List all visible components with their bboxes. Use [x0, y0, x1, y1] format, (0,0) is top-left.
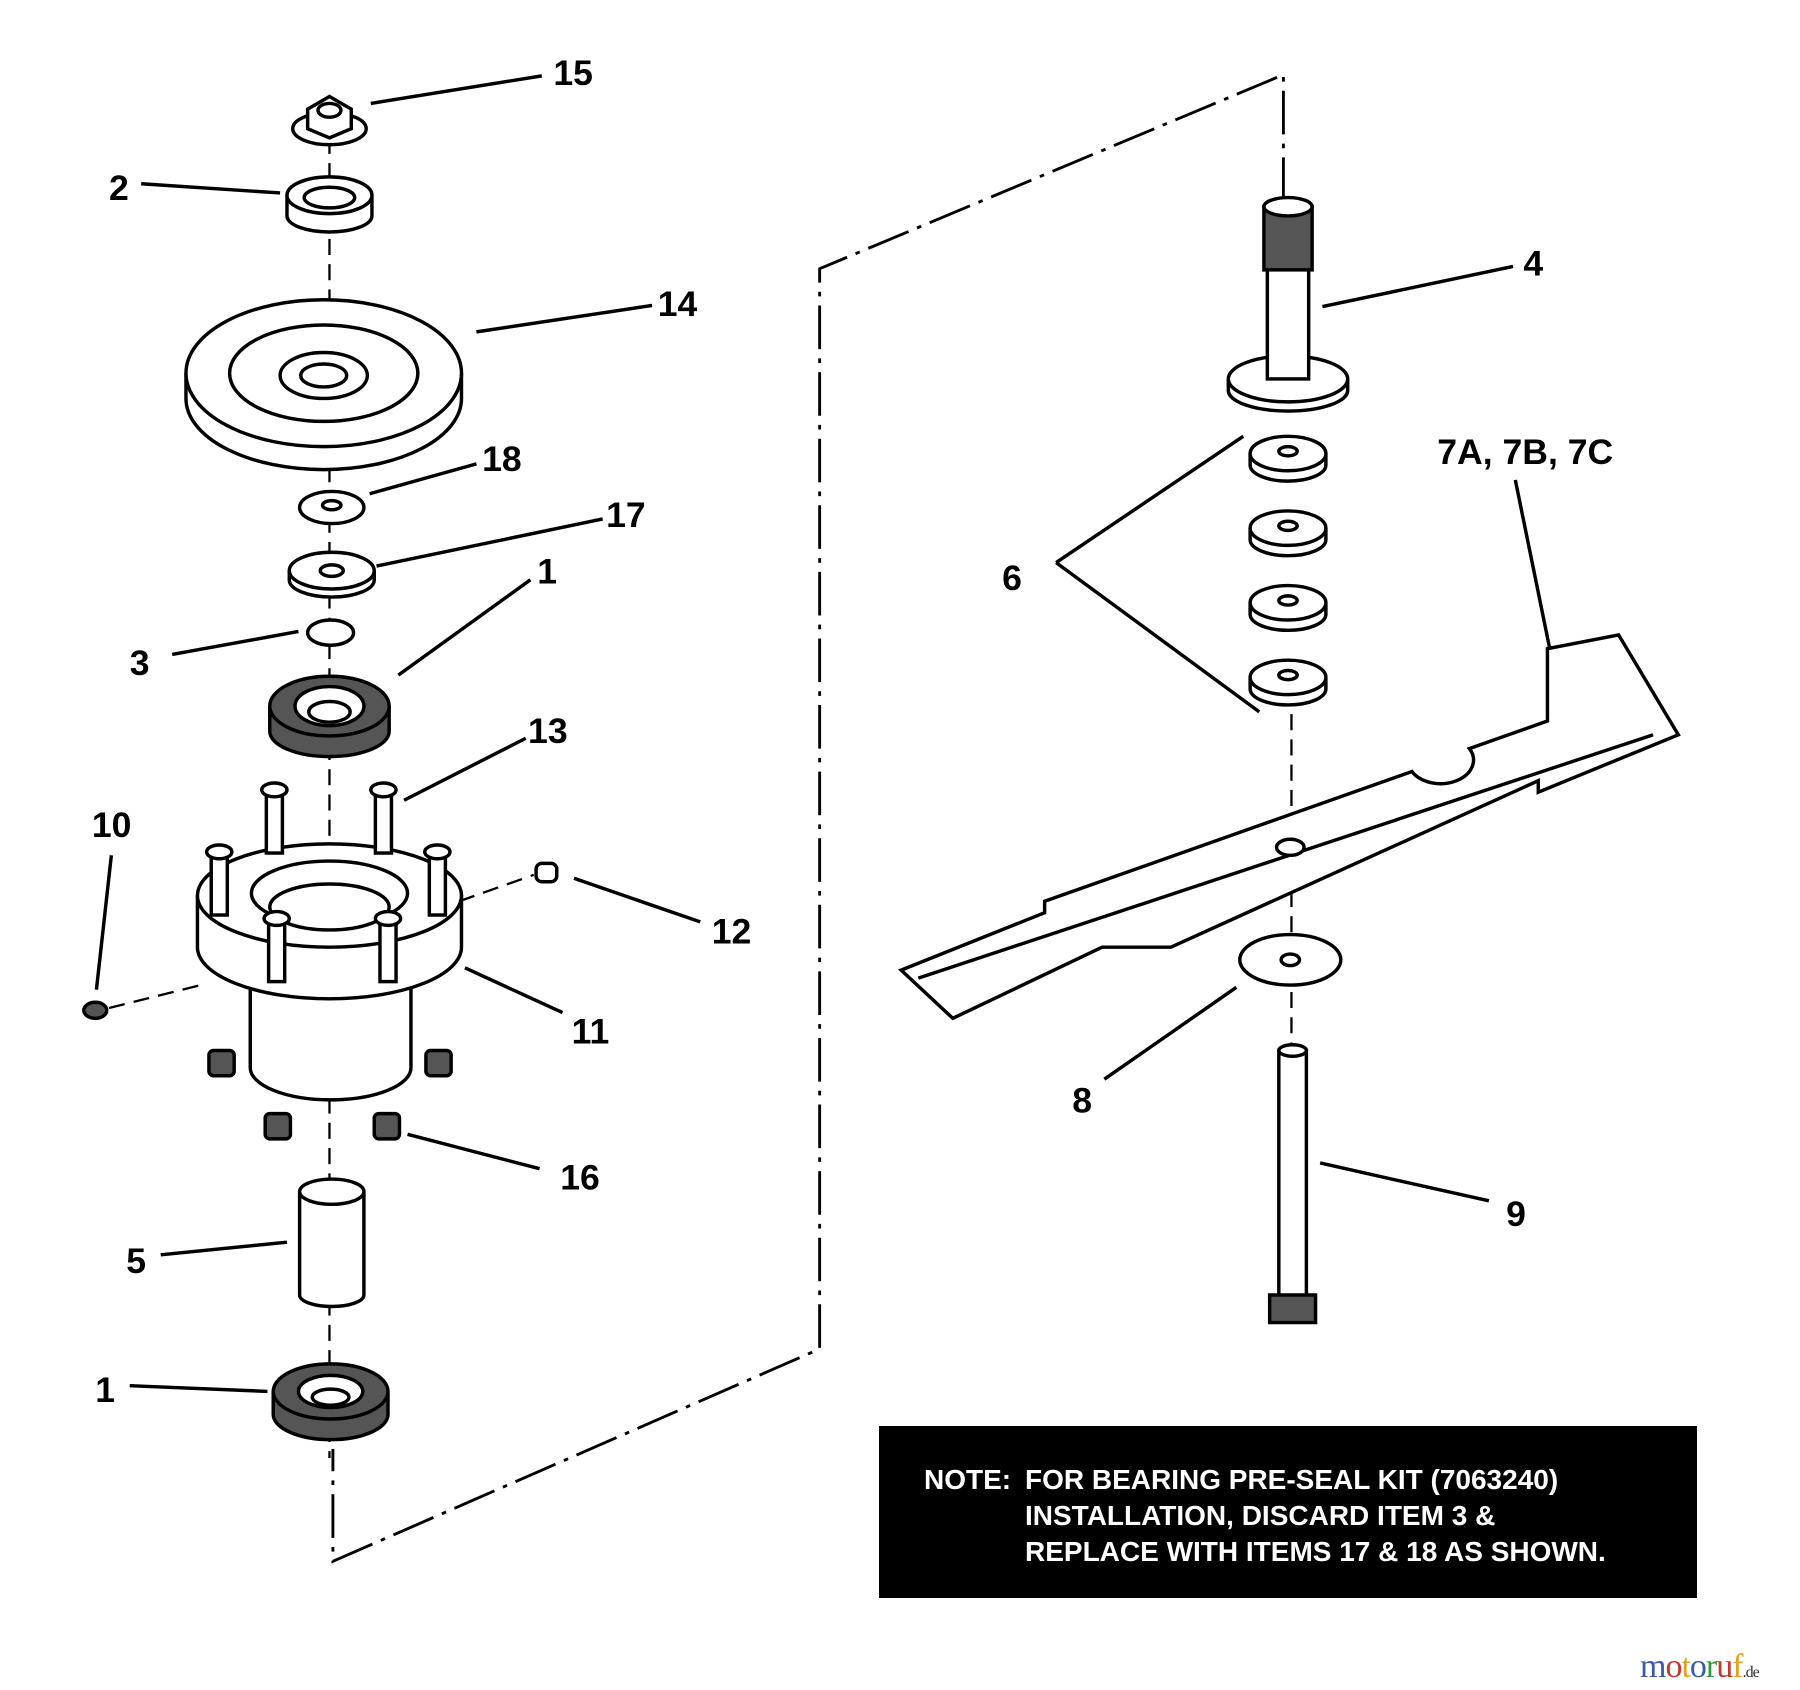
note-box: NOTE:FOR BEARING PRE-SEAL KIT (7063240) … [879, 1426, 1697, 1598]
watermark-logo: motoruf.de [1640, 1648, 1760, 1685]
spacer-5 [297, 1177, 366, 1309]
callout-2: 2 [109, 168, 129, 208]
bearing-1-lower [271, 1362, 390, 1442]
note-line-2: INSTALLATION, DISCARD ITEM 3 & [1025, 1500, 1496, 1531]
washer-18 [297, 489, 366, 526]
note-line-1: FOR BEARING PRE-SEAL KIT (7063240) [1025, 1464, 1559, 1495]
callout-7: 7A, 7B, 7C [1437, 432, 1613, 472]
bolts-13 [204, 781, 452, 984]
leader-lines [94, 74, 1552, 1394]
callout-3: 3 [130, 643, 150, 683]
screw-axis [458, 873, 535, 903]
callout-16: 16 [560, 1157, 600, 1197]
callout-12: 12 [712, 912, 752, 952]
fitting-axis [108, 983, 202, 1010]
grease-fitting-10 [82, 1000, 109, 1021]
callout-1-upper: 1 [537, 551, 557, 591]
bearing-1-upper [268, 674, 391, 759]
callout-14: 14 [658, 284, 698, 324]
note-prefix: NOTE: [924, 1464, 1012, 1495]
assembly-frame [331, 72, 1285, 1564]
spindle-housing-11 [195, 842, 464, 1102]
callout-4: 4 [1523, 244, 1543, 284]
callout-11: 11 [572, 1012, 610, 1052]
blade-7 [897, 633, 1681, 1021]
nuts-16 [207, 1048, 453, 1141]
spacers-6 [1248, 434, 1328, 707]
callout-9: 9 [1506, 1194, 1526, 1234]
callout-15: 15 [553, 53, 593, 93]
callout-13: 13 [528, 711, 568, 751]
callout-18: 18 [482, 439, 522, 479]
nut-15 [291, 94, 368, 147]
callout-17: 17 [606, 495, 646, 535]
bearing-2 [285, 175, 374, 234]
washer-8 [1238, 932, 1343, 987]
callout-10: 10 [92, 805, 132, 845]
spindle-shaft-4 [1226, 195, 1350, 413]
callout-6: 6 [1002, 558, 1022, 598]
callout-5: 5 [126, 1241, 146, 1281]
callout-1-lower: 1 [95, 1370, 115, 1410]
bolt-9 [1267, 1043, 1318, 1325]
callout-8: 8 [1072, 1080, 1092, 1120]
washer-17 [287, 550, 376, 599]
set-screw-12 [534, 861, 559, 884]
note-line-3: REPLACE WITH ITEMS 17 & 18 AS SHOWN. [1025, 1536, 1606, 1567]
retaining-ring-3 [305, 618, 356, 647]
pulley-14 [184, 297, 464, 472]
